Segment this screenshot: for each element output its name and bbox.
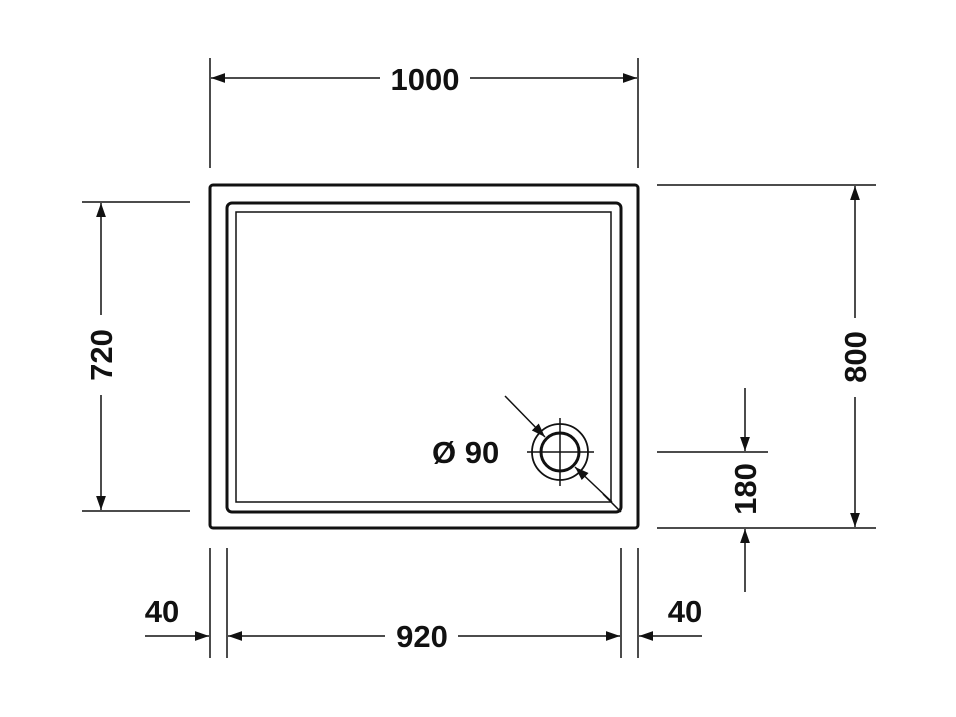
inner-width-label: 920 <box>396 619 448 654</box>
outer-width-label: 1000 <box>391 62 460 97</box>
dimension-outer-width: 1000 <box>209 58 639 168</box>
dimension-bottom: 920 40 40 <box>145 548 702 658</box>
rim-left-label: 40 <box>145 594 179 629</box>
dimension-drain-offset: 180 <box>657 388 768 592</box>
drain <box>504 395 613 503</box>
drain-offset-label: 180 <box>728 463 763 515</box>
dimension-inner-depth: 720 <box>82 201 190 512</box>
dimension-outer-depth: 800 <box>657 184 876 529</box>
inner-depth-label: 720 <box>84 329 119 381</box>
drain-diameter-label: Ø 90 <box>432 435 499 470</box>
tray-outline <box>208 183 640 530</box>
rim-right-label: 40 <box>668 594 702 629</box>
outer-depth-label: 800 <box>838 331 873 383</box>
